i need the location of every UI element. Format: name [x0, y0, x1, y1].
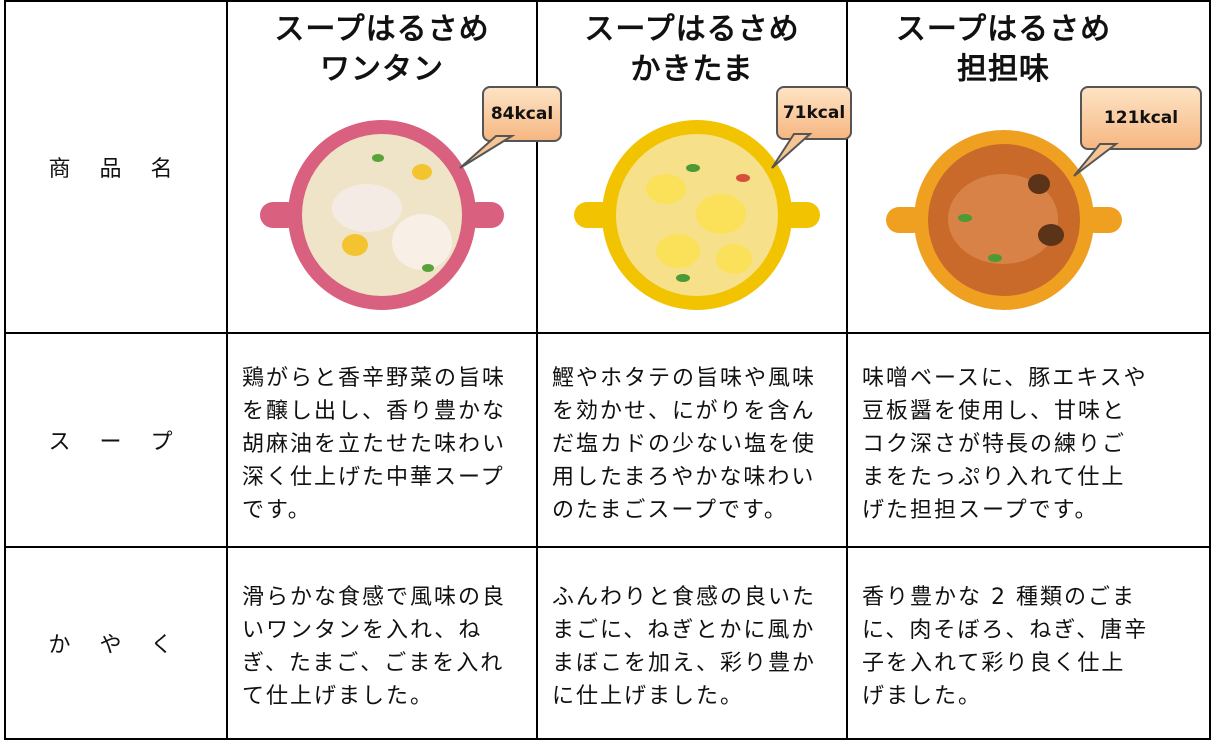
product-cell-tantan: スープはるさめ 担担味 121kcal [846, 0, 1211, 334]
kcal-value: 84kcal [490, 104, 554, 124]
soup-description: 鶏がらと香辛野菜の旨味を醸し出し、香り豊かな胡麻油を立たせた味わい深く仕上げた中… [242, 365, 507, 523]
bubble-tail [771, 133, 813, 169]
product-cell-wonton: スープはるさめ ワンタン [226, 0, 562, 334]
toppings-description: ふんわりと食感の良いたまごに、ねぎとかに風かまぼこを加え、彩り豊かに仕上げました… [552, 585, 817, 709]
soup-description-cell: 鰹やホタテの旨味や風味を効かせ、にがりを含んだ塩カドの少ない塩を使用したまろやか… [536, 332, 848, 548]
kcal-bubble: 71kcal [776, 86, 852, 140]
toppings-description-cell: ふんわりと食感の良いたまごに、ねぎとかに風かまぼこを加え、彩り豊かに仕上げました… [536, 546, 848, 740]
kcal-bubble: 121kcal [1080, 86, 1202, 150]
soup-description: 鰹やホタテの旨味や風味を効かせ、にがりを含んだ塩カドの少ない塩を使用したまろやか… [552, 365, 817, 523]
bubble-tail [459, 135, 516, 169]
product-name: スープはるさめ 担担味 [848, 10, 1159, 90]
kakitama-soup-bowl-image [574, 120, 820, 310]
row-label-toppings: か や く [48, 633, 184, 658]
soup-description: 味噌ベースに、豚エキスや豆板醤を使用し、甘味とコク深さが特長の練りごまをたっぷり… [862, 365, 1148, 523]
product-row: 商 品 名 スープはるさめ ワンタン [4, 0, 1211, 334]
kcal-value: 121kcal [1103, 108, 1179, 128]
kcal-bubble: 84kcal [482, 86, 562, 142]
product-comparison-table: 商 品 名 スープはるさめ ワンタン [4, 0, 1211, 740]
row-label-product: 商 品 名 [48, 157, 184, 182]
row-label-cell: か や く [4, 546, 228, 740]
toppings-description-cell: 滑らかな食感で風味の良いワンタンを入れ、ねぎ、たまご、ごまを入れて仕上げました。 [226, 546, 538, 740]
toppings-row: か や く 滑らかな食感で風味の良いワンタンを入れ、ねぎ、たまご、ごまを入れて仕… [4, 546, 1211, 740]
row-label-soup: ス ー プ [48, 430, 184, 455]
product-name-line1: スープはるさめ [584, 12, 800, 47]
bubble-tail [1073, 143, 1119, 177]
product-name: スープはるさめ ワンタン [228, 10, 536, 90]
wonton-soup-bowl-image [260, 120, 504, 310]
kcal-value: 71kcal [782, 103, 846, 123]
toppings-description-cell: 香り豊かな 2 種類のごまに、肉そぼろ、ねぎ、唐辛子を入れて彩り良く仕上げました… [846, 546, 1211, 740]
soup-description-cell: 味噌ベースに、豚エキスや豆板醤を使用し、甘味とコク深さが特長の練りごまをたっぷり… [846, 332, 1211, 548]
tantan-soup-bowl-image [886, 130, 1122, 310]
product-name-line1: スープはるさめ [274, 12, 490, 47]
product-name-line2: 担担味 [957, 52, 1050, 87]
product-name-line2: ワンタン [320, 52, 444, 87]
product-name-line1: スープはるさめ [895, 12, 1112, 47]
product-name-line2: かきたま [630, 52, 754, 87]
soup-row: ス ー プ 鶏がらと香辛野菜の旨味を醸し出し、香り豊かな胡麻油を立たせた味わい深… [4, 332, 1211, 548]
soup-description-cell: 鶏がらと香辛野菜の旨味を醸し出し、香り豊かな胡麻油を立たせた味わい深く仕上げた中… [226, 332, 538, 548]
toppings-description: 滑らかな食感で風味の良いワンタンを入れ、ねぎ、たまご、ごまを入れて仕上げました。 [242, 585, 507, 709]
toppings-description: 香り豊かな 2 種類のごまに、肉そぼろ、ねぎ、唐辛子を入れて彩り良く仕上げました… [862, 585, 1149, 709]
product-name: スープはるさめ かきたま [538, 10, 846, 90]
row-label-cell: ス ー プ [4, 332, 228, 548]
product-cell-kakitama: スープはるさめ かきたま [536, 0, 852, 334]
row-label-cell: 商 品 名 [4, 0, 228, 334]
